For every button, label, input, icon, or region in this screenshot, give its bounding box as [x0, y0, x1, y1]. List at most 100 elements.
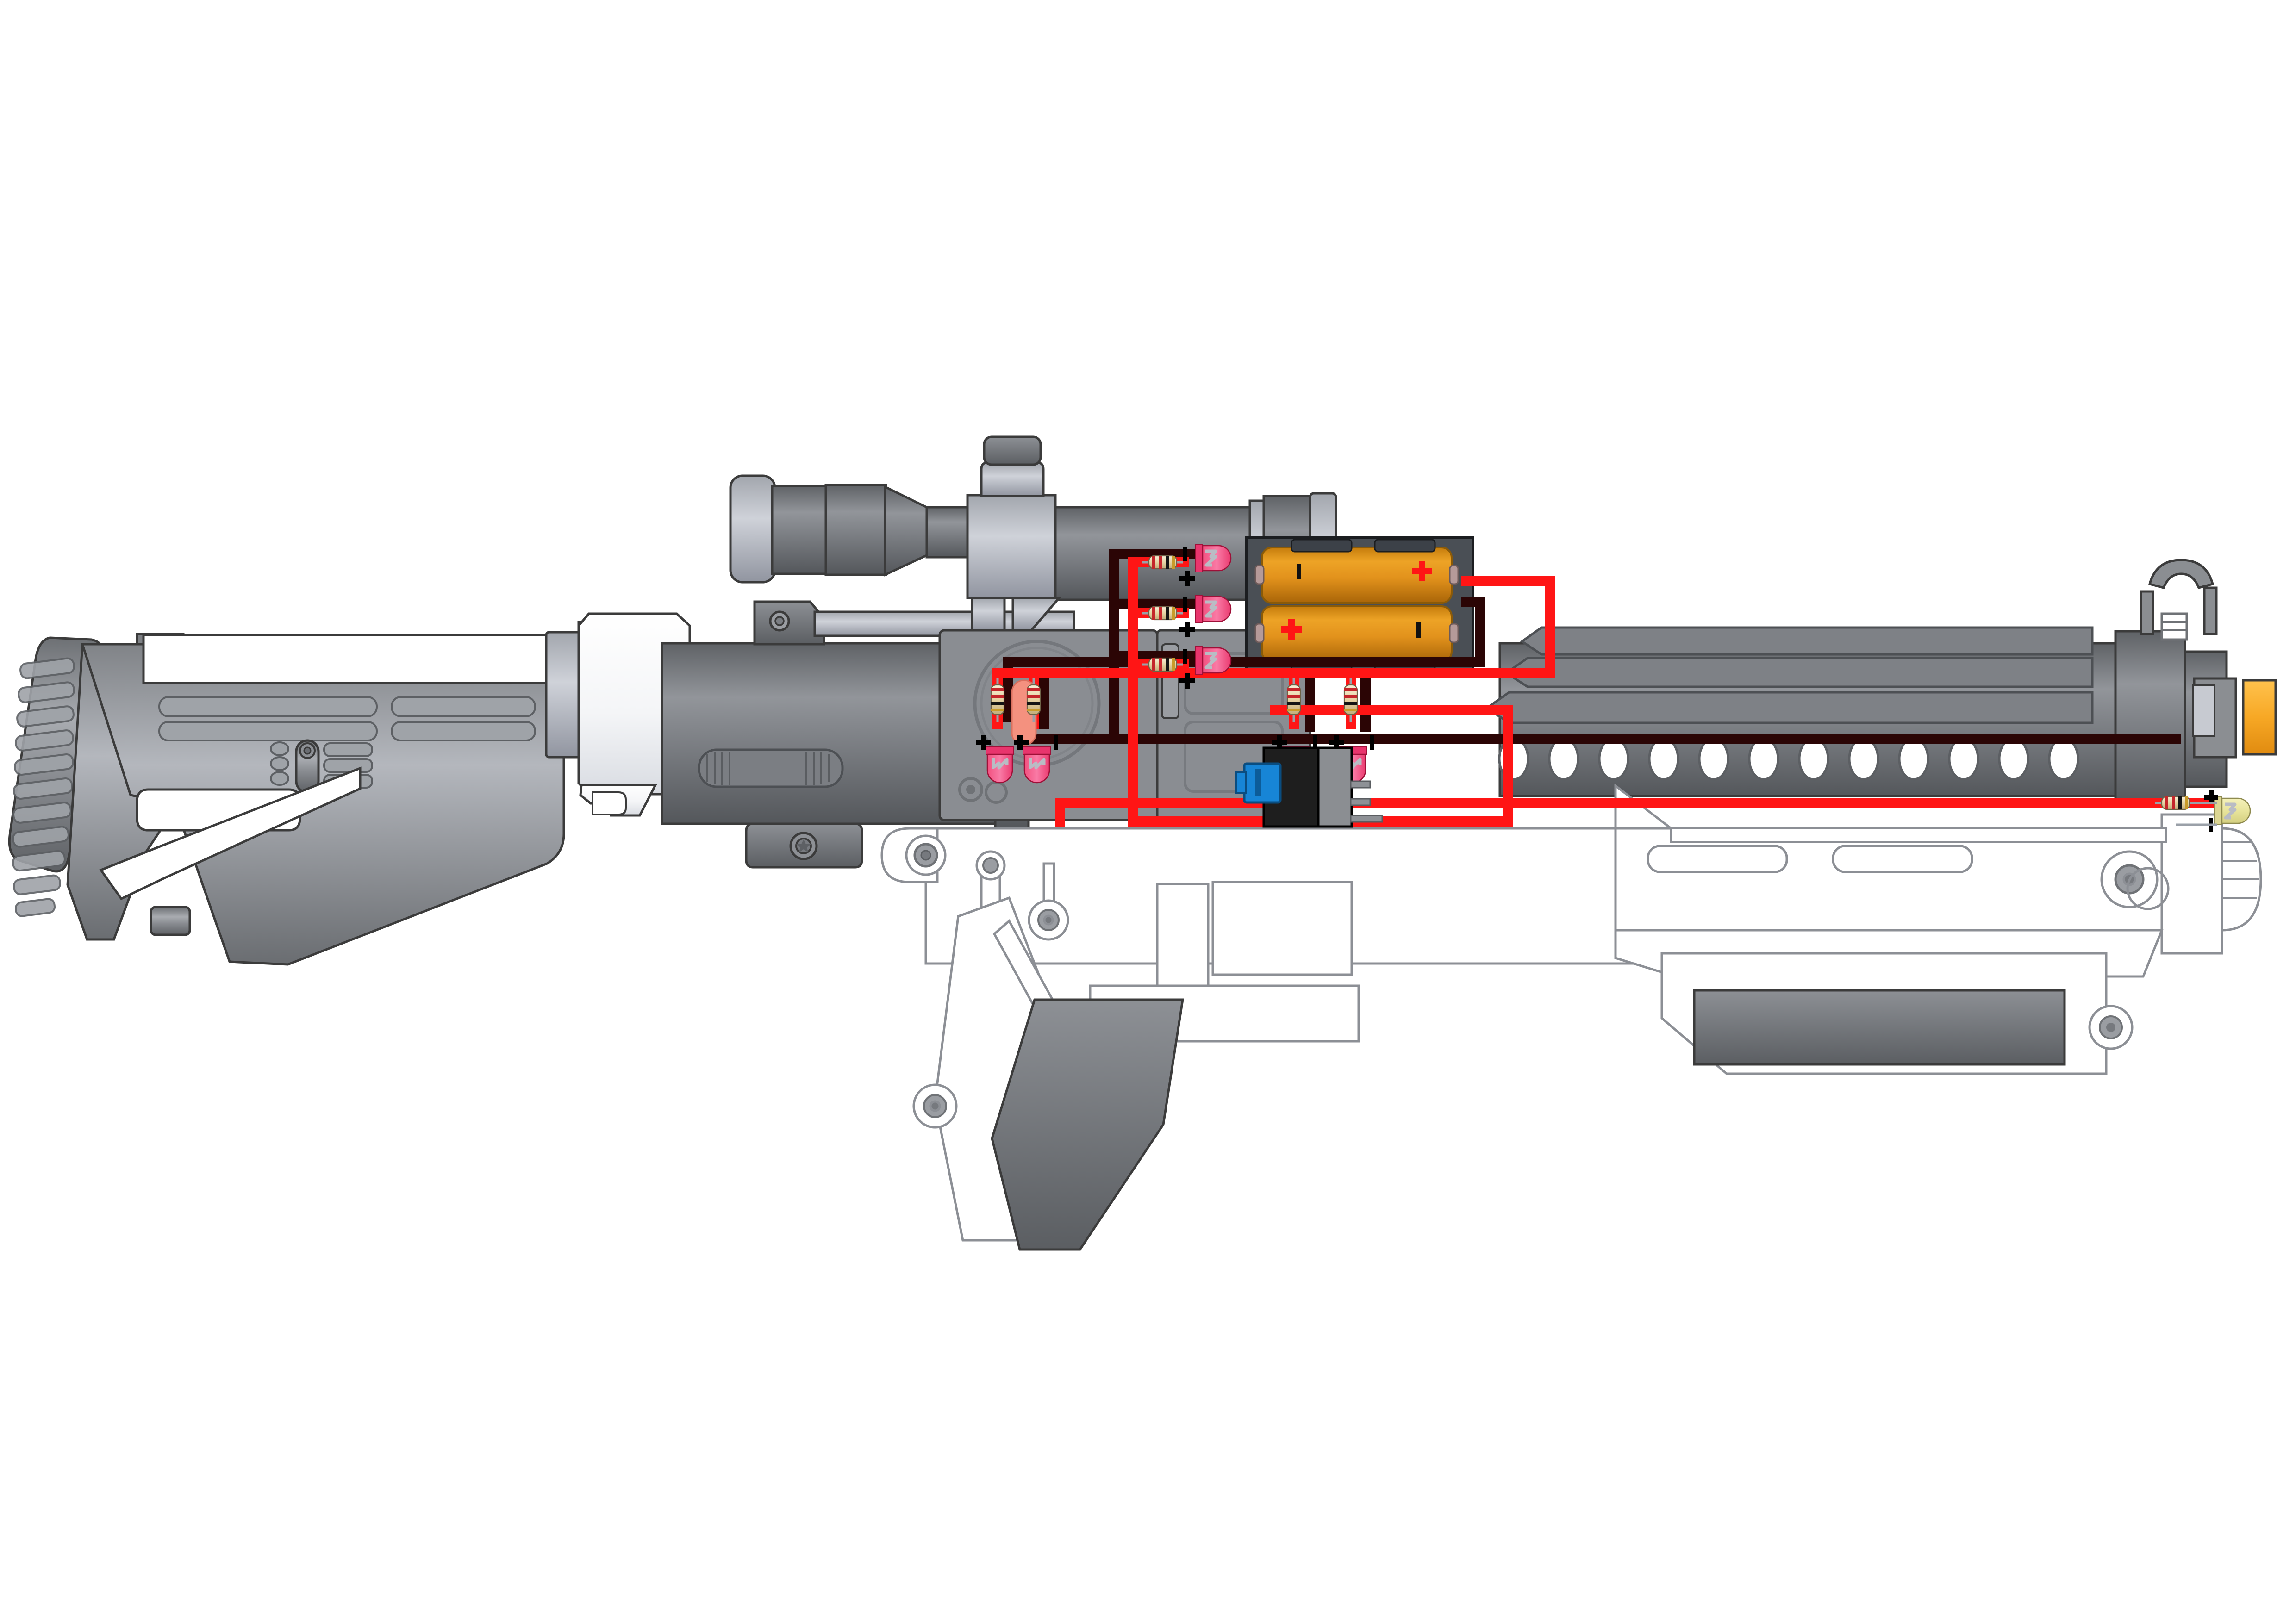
led-5-plus-label [1014, 735, 1029, 750]
led-4 [986, 747, 1014, 783]
shroud-slot-2 [1832, 845, 1973, 873]
battery-minus-mark-upper [1297, 564, 1301, 579]
shroud-body [1614, 827, 2163, 932]
scope-eyepiece-1 [771, 485, 828, 575]
led-3 [1195, 647, 1231, 674]
scope-eyepiece-ring [729, 474, 776, 584]
battery-pack-label: 2-cell battery holder [14, 62, 136, 77]
front-sight-wing-left [2140, 590, 2154, 635]
stock-adjust-pin[interactable] [295, 739, 320, 794]
battery-terminal-pos-lower [1254, 623, 1265, 643]
document-title: Blaster Rifle LED Wiring Diagram [14, 12, 287, 32]
shroud-endcap [2160, 813, 2223, 955]
grip-panel [991, 998, 1184, 1251]
shroud-cap-ring [2126, 867, 2170, 910]
shroud-top-edge [1670, 827, 2167, 843]
receiver-knurl-panel [698, 748, 844, 788]
forward-grip-screw[interactable] [2088, 1005, 2134, 1050]
lower-receiver-assembly [880, 827, 1672, 1242]
led-pair-receiver-front [976, 678, 1058, 783]
front-sight-hood [2148, 559, 2215, 589]
muzzle-bore [2192, 684, 2215, 737]
net-negative-label: negative rail [14, 155, 89, 170]
led-3-minus-label [1183, 649, 1187, 664]
scope-mount-foot-rear [971, 597, 1006, 632]
led-3-plus-label [1179, 673, 1195, 689]
scope-tube-rear [925, 506, 973, 559]
led-2-minus-label [1183, 597, 1187, 612]
takedown-pin-core [920, 850, 931, 861]
led-muzzle-plus-label [2204, 790, 2218, 804]
trigger-pivot[interactable] [982, 857, 999, 874]
switch-pins [1350, 780, 1383, 823]
led-1 [1195, 544, 1231, 572]
muzzle-tip-label: Amber muzzle emitter [14, 108, 149, 124]
muzzle-led-assembly [2155, 790, 2250, 832]
stock-strut-cut [99, 766, 362, 901]
trigger-guard-top [1211, 881, 1353, 976]
wire-net-negative [1003, 549, 2181, 744]
battery-clip-ul [1291, 539, 1353, 553]
led-1-plus-label [1179, 571, 1195, 586]
muzzle-amber-emitter [2242, 679, 2277, 756]
battery-pack [1245, 536, 1474, 673]
handguard-rail-top-1 [1520, 626, 2094, 656]
rear-sight-screw-core [774, 616, 785, 626]
led-assembly-6 [1272, 678, 1317, 783]
led-assembly-2 [1142, 595, 1231, 637]
led-7-minus-label [1370, 735, 1374, 750]
battery-cell-upper [1254, 539, 1459, 604]
led-muzzle [2215, 797, 2250, 825]
led-2-plus-label [1179, 622, 1195, 637]
led-bank-scope-side [1142, 544, 1231, 689]
receiver-lug-screw[interactable] [789, 832, 818, 860]
switch-module[interactable] [1235, 746, 1383, 828]
led-assembly-1 [1142, 544, 1231, 586]
scope-elevation-turret[interactable] [983, 435, 1042, 466]
switch-label: Slide switch module [14, 85, 137, 100]
switch-face [1317, 746, 1353, 828]
buttstock-assembly [8, 631, 605, 966]
front-sight-label: hooded front sight post [14, 178, 156, 193]
forward-grip-panel [1693, 989, 2066, 1066]
hammer-pivot-core [1043, 914, 1054, 926]
stock-qd-lug [150, 906, 191, 936]
switch-actuator-groove [1255, 769, 1261, 796]
switch-actuator-tip[interactable] [1235, 771, 1247, 794]
battery-terminal-pos-upper [1449, 565, 1459, 585]
led-1-minus-label [1183, 547, 1187, 561]
receiver-pin-hole-1 [958, 777, 983, 802]
led-assembly-3 [1142, 647, 1231, 689]
battery-clip-ur [1374, 539, 1436, 553]
led-7-plus-label [1329, 735, 1344, 750]
scope-turret-label: elevation turret knob [14, 201, 140, 216]
front-sight-post[interactable] [2160, 612, 2188, 641]
led-6-plus-label [1272, 735, 1287, 750]
grip-screw-core [929, 1100, 941, 1112]
handguard-rail-top-3 [1485, 691, 2094, 724]
led-assembly-7 [1329, 678, 1374, 783]
battery-terminal-neg-lower [1449, 623, 1459, 643]
led-4-plus-label [976, 735, 991, 750]
led-5-minus-label [1054, 735, 1058, 750]
switch-actuator[interactable] [1243, 762, 1282, 804]
led-5 [1023, 747, 1051, 783]
assembly-name: Blaster rifle electronics install [14, 37, 217, 55]
scope-turret-neck [980, 461, 1045, 497]
led-6-minus-label [1313, 735, 1317, 750]
battery-plus-mark-lower [1281, 619, 1302, 640]
handguard-vent-holes [1498, 737, 2079, 781]
handguard-rail-top-2 [1504, 657, 2094, 688]
stock-cheek-channel [142, 634, 548, 684]
battery-terminal-neg-upper [1254, 565, 1265, 585]
led-2 [1195, 595, 1231, 623]
buttpad-ribs [12, 657, 75, 917]
scope-eyepiece-2 [824, 484, 887, 576]
led-assembly-5 [1014, 678, 1058, 783]
buffer-hook-cut [592, 791, 627, 815]
battery-minus-mark-lower [1416, 622, 1421, 638]
battery-plus-mark-upper [1412, 561, 1432, 581]
front-sight-wing-right [2203, 586, 2218, 635]
